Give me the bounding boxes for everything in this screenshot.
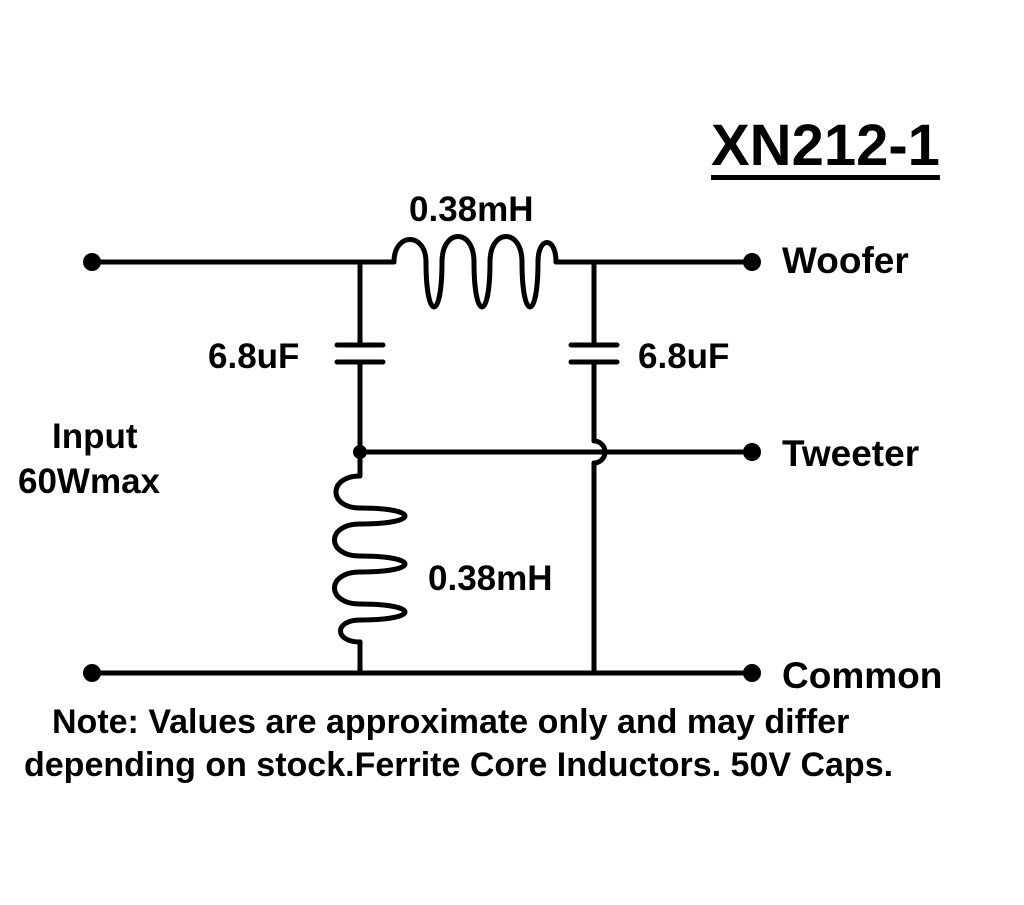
common-label: Common <box>782 655 943 696</box>
input-rating-label: 60Wmax <box>18 462 161 501</box>
note-line-1: Note: Values are approximate only and ma… <box>52 703 850 741</box>
input-common-terminal <box>83 664 101 682</box>
shunt-inductor-coil <box>332 473 408 645</box>
right-capacitor-label: 6.8uF <box>638 337 730 376</box>
diagram-title: XN212-1 <box>711 113 940 178</box>
common-terminal <box>743 664 761 682</box>
series-inductor-coil <box>391 234 559 310</box>
shunt-inductor-label: 0.38mH <box>428 559 553 598</box>
left-capacitor-label: 6.8uF <box>208 337 300 376</box>
input-label: Input <box>52 417 138 456</box>
woofer-terminal <box>743 253 761 271</box>
input-top-terminal <box>83 253 101 271</box>
tweeter-label: Tweeter <box>782 433 920 474</box>
tweeter-junction-dot <box>353 445 367 459</box>
note-line-2: depending on stock.Ferrite Core Inductor… <box>24 746 894 784</box>
series-inductor-label: 0.38mH <box>409 190 534 229</box>
woofer-label: Woofer <box>782 240 909 281</box>
tweeter-terminal <box>743 443 761 461</box>
